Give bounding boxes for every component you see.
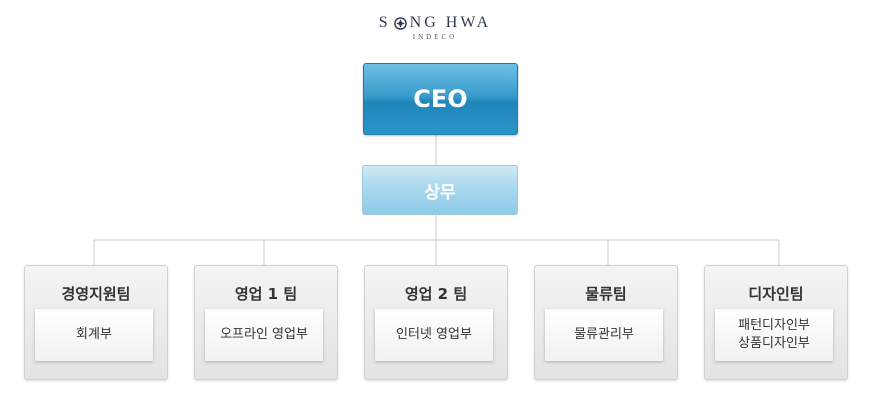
unit-label: 상품디자인부 — [738, 336, 810, 351]
unit-box: 오프라인 영업부 — [205, 309, 323, 361]
unit-label: 회계부 — [76, 327, 112, 342]
vp-label: 상무 — [424, 182, 456, 203]
team-title: 디자인팀 — [748, 285, 804, 303]
logo-emblem-icon — [393, 16, 407, 30]
team-title: 영업 1 팀 — [234, 285, 298, 303]
ceo-box: CEO — [363, 63, 518, 135]
logo-subtitle: INDECO — [412, 33, 458, 41]
logo-text-right: NG HWA — [409, 14, 492, 31]
vp-box: 상무 — [362, 165, 518, 215]
unit-label: 물류관리부 — [574, 327, 634, 342]
unit-box: 패턴디자인부 상품디자인부 — [715, 309, 833, 361]
unit-label: 패턴디자인부 — [738, 318, 810, 333]
team-box-logistics: 물류팀 물류관리부 — [534, 265, 678, 380]
unit-box: 인터넷 영업부 — [375, 309, 493, 361]
logo-wordmark: S NG HWA — [379, 14, 491, 32]
unit-box: 물류관리부 — [545, 309, 663, 361]
unit-label: 인터넷 영업부 — [396, 327, 472, 342]
team-title: 영업 2 팀 — [404, 285, 468, 303]
team-box-sales-2: 영업 2 팀 인터넷 영업부 — [364, 265, 508, 380]
ceo-label: CEO — [413, 85, 468, 113]
company-logo: S NG HWA INDECO — [0, 12, 870, 41]
unit-box: 회계부 — [35, 309, 153, 361]
unit-label: 오프라인 영업부 — [220, 327, 308, 342]
team-box-sales-1: 영업 1 팀 오프라인 영업부 — [194, 265, 338, 380]
team-box-management: 경영지원팀 회계부 — [24, 265, 168, 380]
team-title: 경영지원팀 — [61, 285, 131, 303]
team-title: 물류팀 — [585, 285, 627, 303]
team-box-design: 디자인팀 패턴디자인부 상품디자인부 — [704, 265, 848, 380]
logo-text-left: S — [378, 14, 391, 31]
